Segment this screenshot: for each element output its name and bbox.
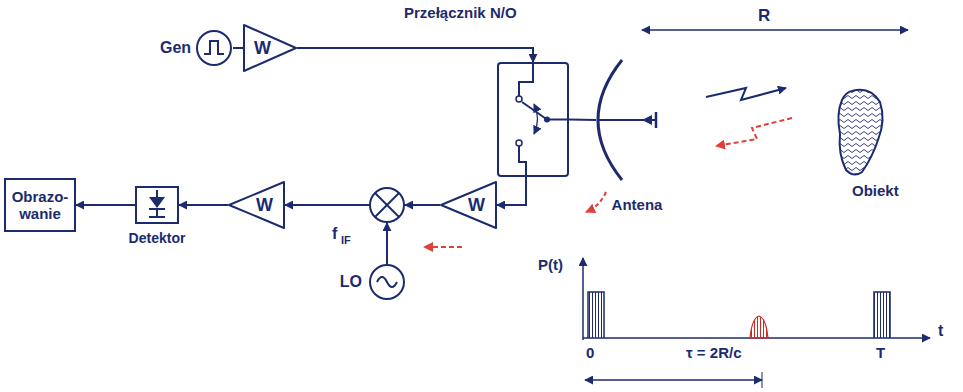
signal-path-arrow	[424, 246, 462, 248]
diode-symbol	[137, 188, 177, 222]
tx-pulse	[588, 292, 604, 338]
mixer-symbol	[370, 188, 404, 222]
echo-wave	[716, 118, 792, 146]
transmit-wave	[706, 88, 786, 100]
node-label: Przełącznik N/O	[404, 4, 517, 21]
circle-symbol	[195, 29, 233, 67]
chart-label: T	[876, 344, 885, 361]
detector: Detektor	[116, 186, 198, 250]
signal-path-arrow	[586, 192, 606, 212]
target-object: Obiekt	[826, 88, 910, 200]
imaging-box: Obrazo- wanie	[4, 178, 76, 232]
lo-wire	[386, 223, 388, 264]
distance-label: R	[758, 6, 770, 26]
signal-connector	[497, 177, 526, 205]
frequency-label: IF	[341, 234, 351, 246]
detector-box	[135, 186, 179, 224]
node-label: Detektor	[129, 230, 186, 246]
delay-arrow	[585, 379, 762, 380]
target-shape	[830, 88, 890, 178]
node-label: Obiekt	[852, 182, 899, 199]
antenna: Antena	[596, 58, 670, 220]
echo-pulse	[750, 316, 768, 338]
chart-label: 0	[586, 344, 594, 361]
signal-connector	[569, 119, 596, 122]
signal-connector	[297, 48, 533, 62]
node-label: Gen	[160, 39, 191, 57]
node-label: W	[468, 195, 485, 216]
node-label: LO	[340, 273, 362, 291]
amplifier: W	[243, 24, 297, 72]
antenna-dish	[596, 58, 670, 182]
y-axis	[582, 258, 584, 340]
signal-wire	[405, 204, 428, 206]
tr-switch: Przełącznik N/O	[400, 4, 570, 179]
node-label: W	[256, 195, 273, 216]
signal-connector	[285, 204, 440, 206]
switch-box	[497, 62, 569, 177]
switch-contacts	[497, 62, 569, 177]
distance-arrow	[642, 29, 908, 31]
circle-symbol	[368, 263, 406, 301]
amplifier: W	[228, 181, 285, 229]
node-label: Antena	[612, 196, 663, 213]
signal-connector	[76, 204, 135, 206]
amplifier: W	[440, 181, 497, 229]
local-oscillator: LO	[334, 262, 408, 302]
tick	[762, 372, 763, 388]
node-label: W	[254, 38, 271, 59]
signal-connector	[233, 47, 243, 49]
chart-label: t	[938, 322, 943, 340]
node-label: Obrazo- wanie	[7, 188, 73, 223]
frequency-label: f	[332, 225, 337, 243]
generator: Gen	[160, 28, 234, 68]
tx-pulse	[874, 292, 890, 338]
chart-label: τ = 2R/c	[686, 344, 741, 361]
chart-label: P(t)	[538, 256, 563, 273]
signal-connector	[179, 204, 228, 206]
